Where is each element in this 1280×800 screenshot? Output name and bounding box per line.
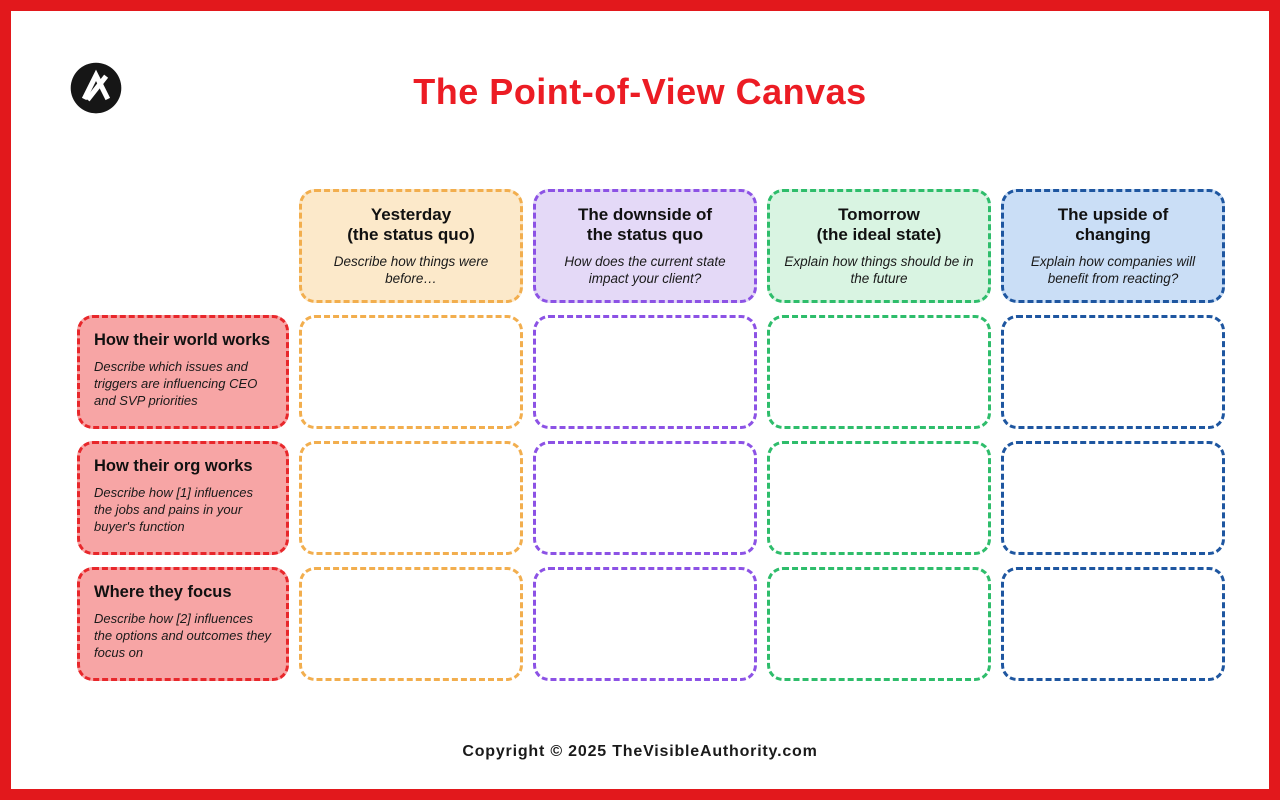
- row-header-where-focus: Where they focus Describe how [2] influe…: [77, 567, 289, 681]
- visible-authority-logo: [70, 62, 122, 114]
- column-title: Yesterday (the status quo): [347, 205, 475, 245]
- canvas-cell-r1-c3[interactable]: [767, 315, 991, 429]
- row-header-world-works: How their world works Describe which iss…: [77, 315, 289, 429]
- canvas-cell-r3-c3[interactable]: [767, 567, 991, 681]
- row-subtitle: Describe which issues and triggers are i…: [94, 359, 258, 408]
- canvas-grid: Yesterday (the status quo) Describe how …: [77, 189, 1225, 681]
- row-subtitle: Describe how [1] influences the jobs and…: [94, 485, 253, 534]
- column-header-downside: The downside of the status quo How does …: [533, 189, 757, 303]
- canvas-cell-r2-c3[interactable]: [767, 441, 991, 555]
- column-subtitle: How does the current state impact your c…: [564, 253, 726, 286]
- canvas-cell-r2-c2[interactable]: [533, 441, 757, 555]
- column-title-line2: (the status quo): [347, 224, 475, 244]
- column-title-line2: changing: [1075, 224, 1151, 244]
- canvas-cell-r2-c4[interactable]: [1001, 441, 1225, 555]
- canvas-cell-r3-c1[interactable]: [299, 567, 523, 681]
- page-title: The Point-of-View Canvas: [413, 71, 867, 112]
- column-title: Tomorrow (the ideal state): [817, 205, 942, 245]
- copyright-footer: Copyright © 2025 TheVisibleAuthority.com: [462, 743, 818, 760]
- column-title-line1: Tomorrow: [838, 204, 920, 224]
- column-title: The downside of the status quo: [578, 205, 712, 245]
- canvas-cell-r3-c2[interactable]: [533, 567, 757, 681]
- column-title-line1: The upside of: [1057, 204, 1169, 224]
- canvas-cell-r1-c2[interactable]: [533, 315, 757, 429]
- row-title: How their world works: [94, 331, 271, 349]
- row-title: How their org works: [94, 457, 253, 475]
- row-title: Where they focus: [94, 583, 232, 601]
- column-subtitle: Describe how things were before…: [333, 253, 489, 286]
- column-subtitle: Explain how things should be in the futu…: [784, 253, 974, 286]
- column-title-line1: Yesterday: [370, 204, 452, 224]
- column-header-upside: The upside of changing Explain how compa…: [1001, 189, 1225, 303]
- column-title-line2: (the ideal state): [816, 224, 942, 244]
- column-header-tomorrow: Tomorrow (the ideal state) Explain how t…: [767, 189, 991, 303]
- column-title-line1: The downside of: [577, 204, 713, 224]
- canvas-cell-r1-c4[interactable]: [1001, 315, 1225, 429]
- column-title-line2: the status quo: [586, 224, 704, 244]
- column-title: The upside of changing: [1058, 205, 1169, 245]
- row-subtitle: Describe how [2] influences the options …: [94, 611, 272, 660]
- column-subtitle: Explain how companies will benefit from …: [1030, 253, 1196, 286]
- grid-spacer: [77, 189, 289, 303]
- canvas-cell-r1-c1[interactable]: [299, 315, 523, 429]
- row-header-org-works: How their org works Describe how [1] inf…: [77, 441, 289, 555]
- column-header-yesterday: Yesterday (the status quo) Describe how …: [299, 189, 523, 303]
- canvas-cell-r3-c4[interactable]: [1001, 567, 1225, 681]
- canvas-cell-r2-c1[interactable]: [299, 441, 523, 555]
